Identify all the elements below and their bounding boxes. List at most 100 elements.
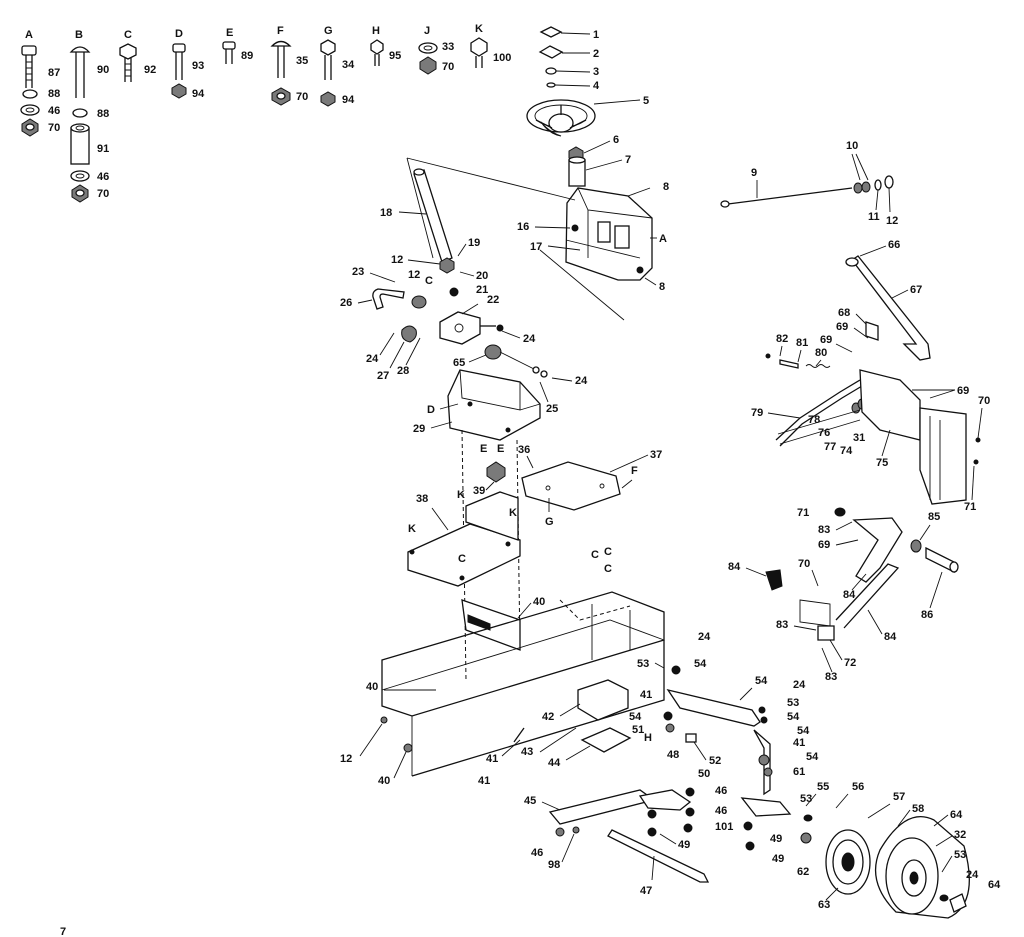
assembly-letter-g: G [545, 516, 554, 528]
label-39: 40 [533, 596, 545, 608]
label-60: 58 [912, 803, 924, 815]
label-49-a: 49 [678, 839, 690, 851]
bolt-93-icon [172, 43, 186, 80]
label-69-d: 70 [798, 558, 810, 570]
hw-num-35: 35 [296, 55, 308, 67]
label-24-b: 24 [366, 353, 379, 365]
hw-num-33: 33 [442, 41, 454, 53]
label-70-b: 71 [964, 501, 976, 513]
label-27: 31 [853, 432, 865, 444]
label-45: 45 [524, 795, 536, 807]
assembly-letter-c-3: C [604, 563, 612, 575]
hw-num-46-a: 46 [48, 105, 60, 117]
label-21: 21 [476, 284, 488, 296]
label-64-top: 65 [453, 357, 465, 369]
hw-num-91: 91 [97, 143, 109, 155]
label-2: 2 [593, 48, 599, 60]
bolt-89-icon [222, 41, 236, 64]
nut-94g-icon [320, 91, 336, 107]
lift-linkage: 9 10 11 12 66 67 68 69 69 82 81 80 [720, 140, 990, 683]
label-9: 9 [751, 167, 757, 179]
label-72: 76 [818, 427, 830, 439]
label-54-c: 54 [787, 711, 800, 723]
label-17: 17 [530, 241, 542, 253]
hw-num-94-g: 94 [342, 94, 355, 106]
plate-44-icon [580, 727, 632, 753]
plate-36-icon [521, 461, 621, 511]
label-59: 57 [893, 791, 905, 803]
label-67: 68 [838, 307, 850, 319]
label-70-a: 70 [978, 395, 990, 407]
label-37: 39 [473, 485, 485, 497]
label-8: 8 [663, 181, 669, 193]
hw-num-70-f: 70 [296, 91, 308, 103]
washer-88-icon [22, 89, 38, 99]
hw-num-89: 89 [241, 50, 253, 62]
label-56: 54 [797, 725, 810, 737]
label-54-b: 54 [629, 711, 642, 723]
hw-num-34: 34 [342, 59, 355, 71]
label-71-a: 74 [840, 445, 853, 457]
assembly-letter-h: H [644, 732, 652, 744]
label-26: 26 [340, 297, 352, 309]
bolt-34-icon [320, 39, 336, 80]
label-23: 24 [523, 333, 536, 345]
hw-letter-c: C [124, 29, 132, 41]
label-22: 22 [487, 294, 499, 306]
assembly-letter-e-2: E [497, 443, 504, 455]
hw-num-70-a: 70 [48, 122, 60, 134]
hw-num-94-d: 94 [192, 88, 205, 100]
washer-88b-icon [72, 108, 88, 118]
label-71-b: 75 [876, 457, 888, 469]
label-32: 36 [518, 444, 530, 456]
steering-assembly: 1 2 3 4 5 6 7 8 [340, 26, 669, 681]
label-78: 82 [776, 333, 788, 345]
label-12-b: 101 [715, 821, 733, 833]
assembly-letter-k-1: K [408, 523, 416, 535]
label-18: 18 [380, 207, 392, 219]
lower-linkage: 42 44 43 H 53 54 24 41 54 51 48 52 50 54… [521, 631, 905, 897]
label-98: 12 [408, 269, 420, 281]
label-69-c: 69 [818, 539, 830, 551]
hw-num-95: 95 [389, 50, 401, 62]
label-66: 67 [910, 284, 922, 296]
label-30: 32 [954, 829, 966, 841]
steering-shaft-icon [413, 168, 453, 263]
label-81: 83 [776, 619, 788, 631]
label-43: 43 [521, 746, 533, 758]
label-80: 83 [825, 671, 837, 683]
label-24-c: 24 [575, 375, 588, 387]
hw-num-90: 90 [97, 64, 109, 76]
label-11: 11 [868, 211, 880, 223]
label-7: 7 [625, 154, 631, 166]
label-42: 42 [542, 711, 554, 723]
label-73: 77 [824, 441, 836, 453]
label-12-top: 12 [886, 215, 898, 227]
pan-38-icon [407, 491, 521, 587]
label-48: 47 [640, 885, 652, 897]
assembly-letter-k-4: C [458, 553, 466, 565]
assembly-letter-c-1: C [591, 549, 599, 561]
hw-letter-a: A [25, 29, 33, 41]
hw-num-93: 93 [192, 60, 204, 72]
label-4: 4 [593, 80, 600, 92]
assembly-letter-k-3: K [509, 507, 517, 519]
label-53-b: 53 [787, 697, 799, 709]
assembly-letter-c-top: C [425, 275, 433, 287]
label-29: 28 [397, 365, 409, 377]
label-63: 64 [950, 809, 963, 821]
label-54-a: 54 [694, 658, 707, 670]
hw-num-88-b: 88 [97, 108, 109, 120]
hardware-key: A 87 88 46 70 B 90 88 91 [20, 23, 511, 203]
frame-assembly: C C C 40 12 40 41 41 [340, 546, 665, 787]
hw-letter-d: D [175, 28, 183, 40]
hw-num-100: 100 [493, 52, 511, 64]
label-8b: 8 [659, 281, 665, 293]
label-28: 27 [377, 370, 389, 382]
bolt-92-icon [119, 43, 137, 82]
label-50: 50 [698, 768, 710, 780]
label-61-a: 61 [793, 766, 805, 778]
label-65: 66 [888, 239, 900, 251]
label-57: 55 [817, 781, 829, 793]
